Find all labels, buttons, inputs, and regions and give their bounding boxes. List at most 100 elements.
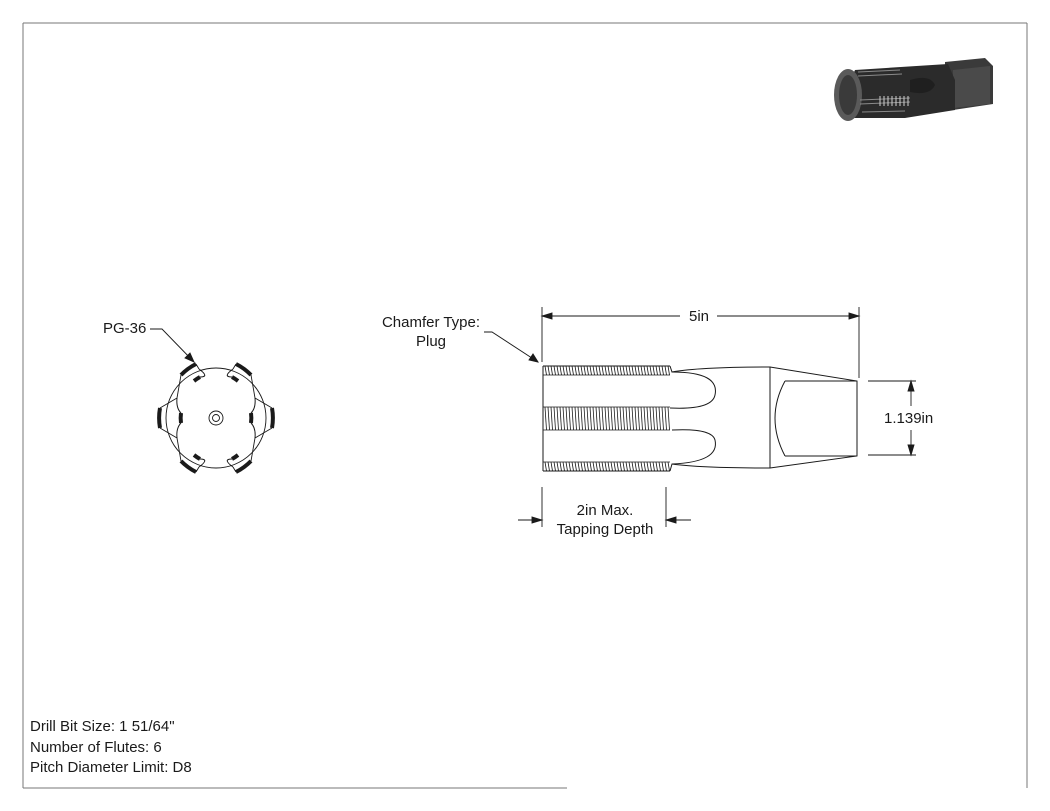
thread-line — [565, 365, 568, 376]
thread-line — [661, 461, 664, 472]
note-number-of-flutes: Number of Flutes: 6 — [30, 738, 162, 756]
thread-line — [583, 406, 586, 431]
square-size-value: 1.139in — [884, 410, 934, 427]
thread-line — [589, 461, 592, 472]
thread-line — [580, 461, 583, 472]
thread-line — [667, 461, 670, 472]
tapping-depth-dimension — [518, 487, 691, 527]
thread-line — [559, 461, 562, 472]
thread-line — [664, 365, 667, 376]
thread-line — [586, 461, 589, 472]
thread-line — [646, 365, 649, 376]
thread-line — [604, 365, 607, 376]
tap-isometric-thumbnail — [834, 58, 993, 121]
thread-line — [544, 461, 547, 472]
chamfer-callout: Chamfer Type: Plug — [370, 313, 492, 351]
thread-line — [544, 406, 547, 431]
thread-line — [577, 406, 580, 431]
thread-line — [658, 365, 661, 376]
thread-line — [568, 365, 571, 376]
thread-line — [583, 365, 586, 376]
thread-line — [550, 461, 553, 472]
thread-line — [598, 406, 601, 431]
thread-line — [583, 461, 586, 472]
thread-line — [610, 406, 613, 431]
chamfer-callout-line1: Chamfer Type: — [381, 314, 481, 331]
tapping-depth-line1: 2in Max. — [576, 502, 634, 519]
thread-line — [559, 365, 562, 376]
thread-line — [634, 461, 637, 472]
thread-line — [616, 406, 619, 431]
thread-line — [550, 365, 553, 376]
thread-line — [574, 461, 577, 472]
thread-line — [592, 406, 595, 431]
thread-line — [550, 406, 553, 431]
thread-line — [619, 461, 622, 472]
thread-line — [595, 406, 598, 431]
thread-line — [556, 365, 559, 376]
thread-line — [661, 406, 664, 431]
overall-length-dimension — [540, 307, 861, 378]
thread-line — [589, 406, 592, 431]
thread-line — [613, 461, 616, 472]
thread-line — [640, 461, 643, 472]
thread-line — [637, 406, 640, 431]
thread-line — [586, 365, 589, 376]
thread-line — [655, 406, 658, 431]
thread-line — [622, 461, 625, 472]
thread-line — [595, 461, 598, 472]
thread-line — [547, 461, 550, 472]
thread-line — [556, 406, 559, 431]
overall-length-value: 5in — [688, 308, 710, 325]
thread-line — [577, 365, 580, 376]
tapping-depth-value: 2in Max. Tapping Depth — [546, 501, 664, 539]
note-pitch-diameter-limit: Pitch Diameter Limit: D8 — [30, 759, 192, 776]
sheet-border — [22, 22, 1028, 789]
thread-line — [604, 461, 607, 472]
tapping-depth-line2: Tapping Depth — [556, 521, 654, 538]
thread-line — [553, 461, 556, 472]
thread-line — [601, 461, 604, 472]
thread-line — [553, 365, 556, 376]
thread-line — [571, 365, 574, 376]
thread-line — [565, 461, 568, 472]
thread-line — [598, 365, 601, 376]
thread-line — [640, 406, 643, 431]
thread-line — [574, 406, 577, 431]
thread-line — [652, 365, 655, 376]
thread-line — [568, 461, 571, 472]
thread-line — [649, 406, 652, 431]
thread-line — [643, 406, 646, 431]
thread-line — [607, 365, 610, 376]
thread-line — [667, 365, 670, 376]
thread-line — [568, 406, 571, 431]
thread-line — [622, 365, 625, 376]
thread-line — [631, 365, 634, 376]
chamfer-leader — [484, 331, 539, 363]
thread-line — [661, 365, 664, 376]
thread-line — [616, 365, 619, 376]
thread-line — [592, 365, 595, 376]
thread-line — [643, 461, 646, 472]
thread-line — [637, 365, 640, 376]
thread-line — [649, 365, 652, 376]
thread-line — [553, 406, 556, 431]
thread-line — [610, 365, 613, 376]
chamfer-callout-line2: Plug — [415, 333, 447, 350]
thread-line — [646, 406, 649, 431]
thread-line — [577, 461, 580, 472]
thread-line — [625, 461, 628, 472]
thread-line — [559, 406, 562, 431]
thread-line — [547, 406, 550, 431]
tap-side-view — [542, 365, 858, 472]
thread-line — [634, 406, 637, 431]
thread-line — [610, 461, 613, 472]
thread-line — [640, 365, 643, 376]
tap-end-view — [157, 362, 275, 474]
note-drill-bit-size: Drill Bit Size: 1 51/64" — [30, 718, 175, 735]
thread-line — [589, 365, 592, 376]
thread-line — [631, 406, 634, 431]
thread-line — [667, 406, 670, 431]
thread-line — [580, 365, 583, 376]
